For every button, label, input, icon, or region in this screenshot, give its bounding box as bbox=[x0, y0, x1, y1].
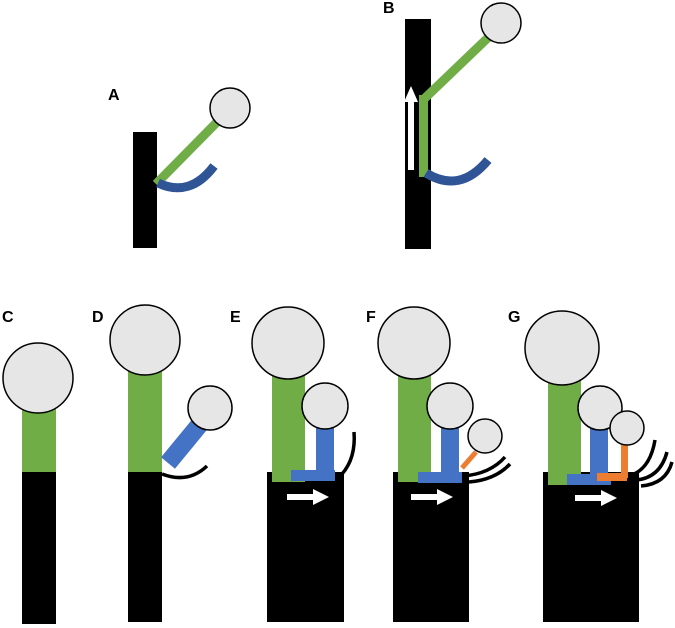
head-e-small bbox=[301, 382, 349, 430]
panel-d: D bbox=[92, 304, 233, 622]
branch-e-base bbox=[291, 470, 335, 481]
panel-e: E bbox=[230, 306, 356, 622]
stalk-b-vertical bbox=[419, 95, 428, 177]
panel-g: G bbox=[508, 309, 674, 622]
stalk-b-angled bbox=[419, 26, 500, 104]
head-a bbox=[209, 87, 251, 129]
right-arrow-icon bbox=[287, 489, 329, 505]
panel-label-g: G bbox=[508, 309, 520, 326]
panel-b: B bbox=[383, 0, 522, 249]
panel-c: C bbox=[2, 309, 74, 624]
stem-a bbox=[133, 132, 157, 248]
panel-label-f: F bbox=[366, 309, 376, 326]
curve-f-1 bbox=[462, 455, 507, 478]
head-f-tiny bbox=[467, 418, 503, 454]
curve-g-2 bbox=[635, 451, 669, 482]
curve-g-1 bbox=[628, 439, 657, 478]
stem-c bbox=[22, 472, 56, 624]
branch-g-orange-upright bbox=[621, 444, 628, 478]
head-f bbox=[377, 306, 451, 380]
panel-label-c: C bbox=[2, 309, 14, 326]
branch-g-upright bbox=[590, 428, 608, 478]
panel-label-d: D bbox=[92, 309, 104, 326]
right-arrow-icon bbox=[575, 490, 617, 506]
head-g-small bbox=[577, 385, 623, 431]
panel-f: F bbox=[366, 306, 512, 622]
branch-f-base bbox=[418, 472, 462, 483]
curve-d bbox=[161, 464, 209, 480]
branch-g-base bbox=[567, 474, 611, 485]
arm-b bbox=[423, 157, 492, 186]
branch-f-upright bbox=[441, 427, 459, 477]
curve-f-2 bbox=[468, 462, 512, 484]
stalk-e bbox=[272, 372, 305, 482]
branch-g-orange-base bbox=[597, 473, 627, 481]
arm-a bbox=[156, 163, 218, 193]
head-g-tiny bbox=[609, 410, 645, 446]
curve-g-3 bbox=[640, 461, 674, 488]
head-b bbox=[480, 2, 522, 44]
panel-label-e: E bbox=[230, 309, 241, 326]
head-d-small bbox=[187, 385, 233, 431]
panel-label-b: B bbox=[383, 0, 395, 17]
stalk-g bbox=[548, 375, 581, 485]
branch-e-upright bbox=[316, 427, 334, 477]
head-e bbox=[251, 306, 325, 380]
curve-e bbox=[340, 431, 356, 476]
head-f-small bbox=[426, 382, 474, 430]
head-c bbox=[2, 342, 74, 414]
stalk-d bbox=[128, 370, 162, 472]
head-d bbox=[109, 304, 181, 376]
head-g bbox=[524, 310, 600, 386]
up-arrow-icon bbox=[404, 86, 418, 170]
panel-label-a: A bbox=[108, 87, 120, 104]
stalk-f bbox=[398, 372, 431, 482]
stem-d bbox=[128, 472, 162, 622]
stalk-a bbox=[152, 110, 229, 188]
right-arrow-icon bbox=[411, 489, 453, 505]
branch-f-orange bbox=[460, 450, 478, 470]
stem-g bbox=[543, 472, 639, 622]
panel-a: A bbox=[108, 87, 251, 248]
